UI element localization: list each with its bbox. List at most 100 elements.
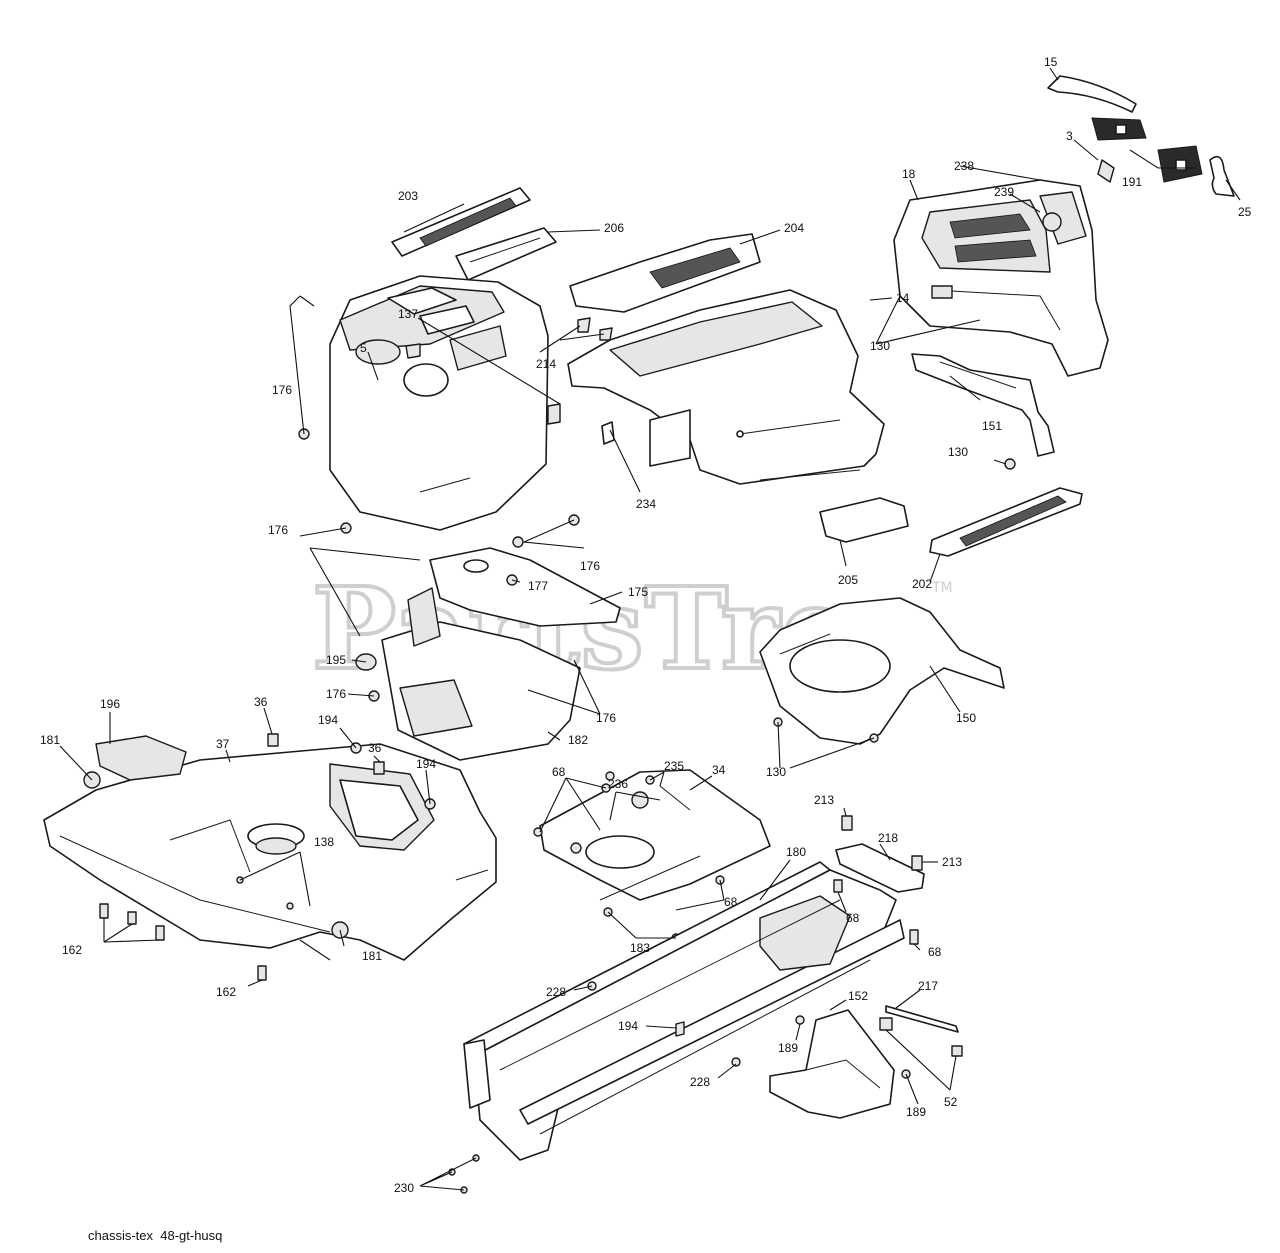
callout-181b: 181 bbox=[362, 949, 382, 963]
callout-68d: 68 bbox=[928, 945, 942, 959]
callout-68b: 68 bbox=[846, 911, 860, 925]
callout-218: 218 bbox=[878, 831, 898, 845]
callout-214: 214 bbox=[536, 357, 556, 371]
callout-176b: 176 bbox=[268, 523, 288, 537]
callout-3: 3 bbox=[1066, 129, 1073, 143]
part-203-grille bbox=[391, 187, 531, 257]
callout-239: 239 bbox=[994, 185, 1014, 199]
callout-191: 191 bbox=[1122, 175, 1142, 189]
callout-206: 206 bbox=[604, 221, 624, 235]
callout-labels: 15 3 191 25 238 18 239 203 206 204 137 5… bbox=[40, 55, 1252, 1195]
part-214-screw bbox=[577, 317, 613, 341]
callout-196: 196 bbox=[100, 697, 120, 711]
callout-130c: 130 bbox=[766, 765, 786, 779]
callout-137: 137 bbox=[398, 307, 418, 321]
part-183-bolts bbox=[603, 907, 681, 943]
part-52-nuts bbox=[879, 1017, 963, 1057]
part-204-vent-panel bbox=[569, 233, 761, 313]
callout-189b: 189 bbox=[906, 1105, 926, 1119]
callout-68c: 68 bbox=[724, 895, 738, 909]
callout-37: 37 bbox=[216, 737, 230, 751]
callout-181a: 181 bbox=[40, 733, 60, 747]
callout-5: 5 bbox=[360, 341, 367, 355]
part-180-frame bbox=[463, 861, 905, 1161]
part-37-body bbox=[43, 743, 497, 961]
part-218-plate bbox=[835, 843, 925, 893]
callout-194c: 194 bbox=[618, 1019, 638, 1033]
part-194-pin bbox=[675, 1021, 685, 1037]
part-14-fender bbox=[567, 289, 885, 485]
callout-176c: 176 bbox=[580, 559, 600, 573]
part-230-screws bbox=[448, 1154, 480, 1194]
callout-213a: 213 bbox=[814, 793, 834, 807]
callout-203: 203 bbox=[398, 189, 418, 203]
callout-230: 230 bbox=[394, 1181, 414, 1195]
callout-34: 34 bbox=[712, 763, 726, 777]
part-175-bracket bbox=[429, 547, 621, 627]
part-150-bracket bbox=[759, 597, 1005, 745]
part-234-panel bbox=[601, 409, 691, 467]
part-25-clip bbox=[1209, 155, 1235, 197]
part-137-switch bbox=[405, 343, 561, 425]
callout-176d: 176 bbox=[326, 687, 346, 701]
callout-25: 25 bbox=[1238, 205, 1252, 219]
callout-176a: 176 bbox=[272, 383, 292, 397]
part-235-236-fasteners bbox=[605, 771, 655, 785]
part-151-bracket bbox=[911, 353, 1055, 457]
part-176-screws bbox=[298, 428, 580, 702]
callout-138: 138 bbox=[314, 835, 334, 849]
callout-15: 15 bbox=[1044, 55, 1058, 69]
callout-180: 180 bbox=[786, 845, 806, 859]
part-36-clip bbox=[267, 733, 385, 775]
callout-182: 182 bbox=[568, 733, 588, 747]
part-68-bolts-a bbox=[533, 783, 725, 885]
part-3-decal bbox=[1097, 159, 1115, 183]
callout-14: 14 bbox=[896, 291, 910, 305]
callout-162a: 162 bbox=[62, 943, 82, 957]
callout-150: 150 bbox=[956, 711, 976, 725]
callout-36a: 36 bbox=[254, 695, 268, 709]
callout-234: 234 bbox=[636, 497, 656, 511]
diagram-footer-label: chassis-tex 48-gt-husq bbox=[88, 1228, 222, 1243]
callout-130a: 130 bbox=[870, 339, 890, 353]
callout-202: 202 bbox=[912, 577, 932, 591]
callout-228b: 228 bbox=[690, 1075, 710, 1089]
part-34-plate bbox=[539, 769, 771, 901]
callout-217: 217 bbox=[918, 979, 938, 993]
callout-205: 205 bbox=[838, 573, 858, 587]
part-162-bolts bbox=[99, 903, 267, 981]
part-15-strip bbox=[1047, 75, 1137, 113]
callout-68a: 68 bbox=[552, 765, 566, 779]
callout-183: 183 bbox=[630, 941, 650, 955]
callout-18: 18 bbox=[902, 167, 916, 181]
callout-189a: 189 bbox=[778, 1041, 798, 1055]
part-68-bolts-b bbox=[833, 879, 919, 945]
callout-162b: 162 bbox=[216, 985, 236, 999]
callout-151: 151 bbox=[982, 419, 1002, 433]
part-182-panel bbox=[381, 587, 581, 761]
part-205-step bbox=[819, 497, 909, 543]
callout-236: 236 bbox=[608, 777, 628, 791]
callout-130b: 130 bbox=[948, 445, 968, 459]
part-206-grille bbox=[455, 227, 557, 281]
callout-36b: 36 bbox=[368, 741, 382, 755]
callout-194a: 194 bbox=[318, 713, 338, 727]
part-213-bolts bbox=[841, 815, 923, 871]
leader-lines bbox=[59, 67, 1241, 1191]
part-152-guard bbox=[769, 1009, 895, 1119]
callout-177: 177 bbox=[528, 579, 548, 593]
callout-194b: 194 bbox=[416, 757, 436, 771]
watermark-trademark: TM bbox=[931, 580, 953, 596]
part-177-nut bbox=[506, 574, 518, 586]
part-196-pad bbox=[95, 735, 187, 781]
callout-152: 152 bbox=[848, 989, 868, 1003]
callout-213b: 213 bbox=[942, 855, 962, 869]
callout-52: 52 bbox=[944, 1095, 958, 1109]
part-202-grille bbox=[929, 487, 1083, 557]
part-238-hood bbox=[893, 179, 1109, 377]
part-130-screw-a bbox=[1004, 458, 1016, 470]
part-217-rod bbox=[885, 1005, 959, 1033]
callout-238: 238 bbox=[954, 159, 974, 173]
callout-228a: 228 bbox=[546, 985, 566, 999]
